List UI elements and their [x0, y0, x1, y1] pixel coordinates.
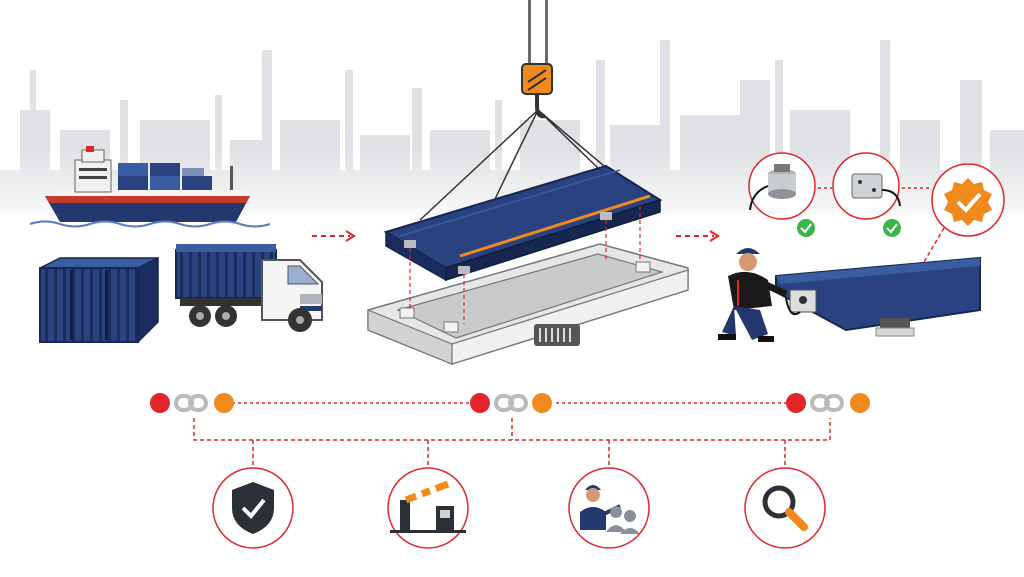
badge-leader — [923, 227, 945, 263]
drainage-grate — [534, 324, 580, 346]
check-icon — [883, 219, 901, 237]
chain-link-3 — [786, 393, 870, 413]
magnifier-icon — [744, 467, 826, 549]
barrier-gate-icon — [387, 467, 469, 549]
technician — [718, 248, 801, 342]
load-cell-badge — [748, 152, 816, 237]
container-ship — [45, 146, 250, 222]
container-truck — [175, 244, 323, 332]
chain-link-1 — [150, 393, 234, 413]
installed-deck — [775, 256, 981, 337]
check-icon — [797, 219, 815, 237]
shield-check-icon — [212, 467, 294, 549]
junction-box-badge — [832, 152, 901, 237]
shipping-container — [39, 256, 159, 344]
alignment-guides — [409, 206, 641, 324]
certified-badge — [931, 163, 1005, 237]
sea-waves — [29, 220, 271, 228]
flow-arrow-2-head — [709, 230, 720, 242]
chain-link-2 — [470, 393, 552, 413]
flow-arrow-1-head — [345, 230, 356, 242]
training-icon — [568, 467, 650, 549]
process-chain — [193, 402, 831, 468]
